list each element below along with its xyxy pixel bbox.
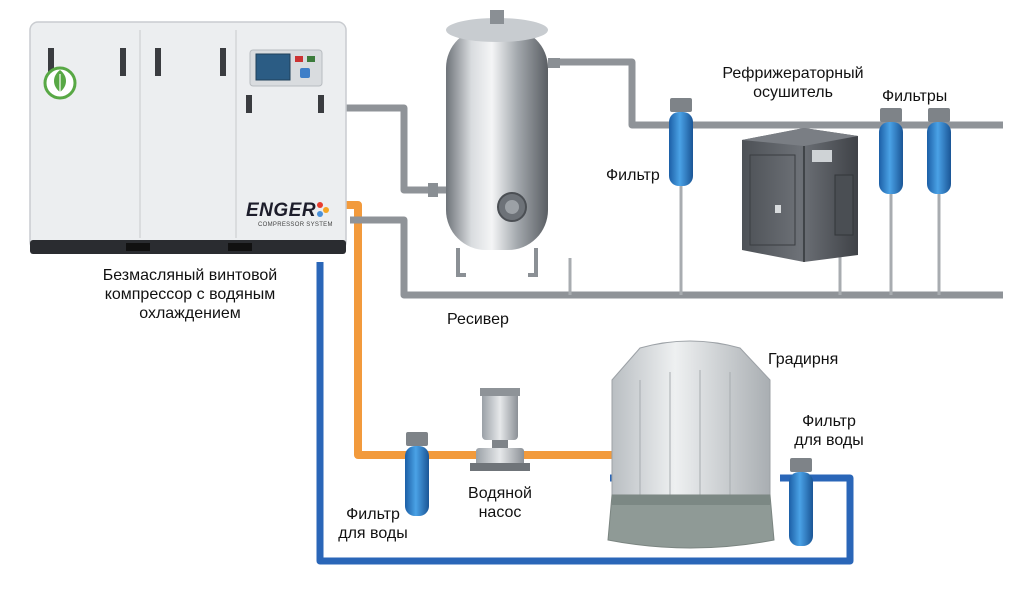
label-compressor: Безмасляный винтовой компрессор с водяны… — [60, 266, 320, 323]
label-air-filter: Фильтр — [606, 167, 660, 184]
refrigerated-dryer — [742, 128, 858, 262]
brand-subtitle: COMPRESSOR SYSTEM — [258, 222, 333, 228]
label-compressor-line-1: Безмасляный винтовой — [102, 267, 278, 284]
label-water-pump-line-1: Водяной — [468, 485, 532, 502]
drain-lines — [568, 185, 941, 295]
compressor — [29, 21, 347, 254]
label-receiver: Ресивер — [447, 311, 509, 328]
label-water-filter-left-line-2: для воды — [338, 525, 408, 542]
label-water-filter-right: Фильтр для воды — [786, 412, 872, 450]
air-filters — [879, 108, 951, 194]
water-filter-left — [405, 432, 429, 516]
cooling-tower — [607, 340, 775, 549]
label-compressor-line-3: охлаждением — [139, 305, 241, 322]
label-water-pump: Водяной насос — [462, 484, 538, 522]
water-filter-right — [789, 458, 813, 546]
label-water-filter-left: Фильтр для воды — [330, 505, 416, 543]
label-dryer-line-2: осушитель — [753, 84, 833, 101]
brand-logo-mark — [317, 202, 329, 217]
label-water-filter-right-line-1: Фильтр — [802, 413, 856, 430]
label-compressor-line-2: компрессор с водяным — [104, 286, 276, 303]
brand-name: ENGER — [246, 200, 317, 221]
receiver-tank — [428, 10, 560, 277]
label-water-filter-right-line-2: для воды — [794, 432, 864, 449]
air-pipe — [345, 58, 1003, 299]
eco-badge-icon — [43, 66, 77, 100]
label-dryer: Рефрижераторный осушитель — [700, 64, 886, 102]
water-pump — [470, 388, 530, 471]
label-water-pump-line-2: насос — [478, 504, 522, 521]
air-filter — [669, 98, 693, 186]
label-dryer-line-1: Рефрижераторный — [722, 65, 864, 82]
label-air-filters: Фильтры — [882, 88, 948, 105]
label-cooling-tower: Градирня — [768, 351, 839, 368]
label-water-filter-left-line-1: Фильтр — [346, 506, 400, 523]
